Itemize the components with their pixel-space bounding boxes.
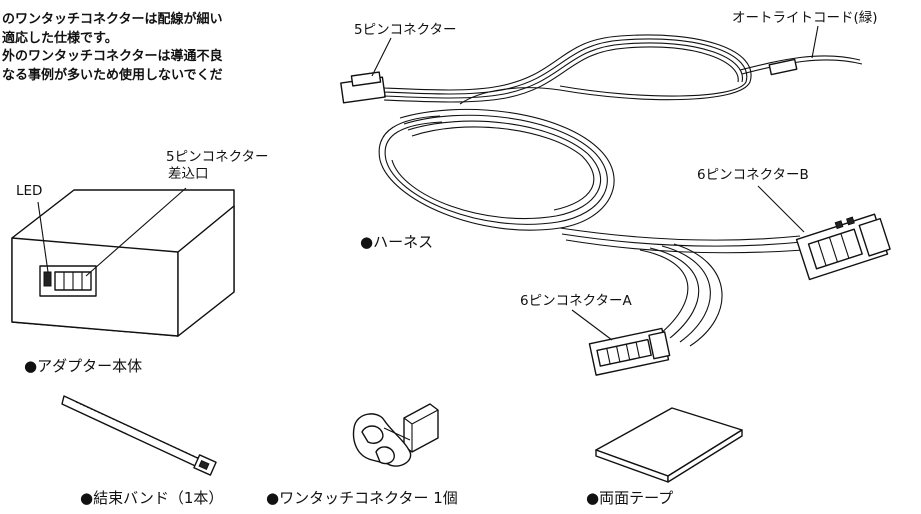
autolight-cord-label: オートライトコード(緑) xyxy=(732,10,878,26)
note-line-1: のワンタッチコネクターは配線が細い xyxy=(2,12,223,27)
adapter-body-caption: ●アダプター本体 xyxy=(24,357,143,375)
usage-notes: のワンタッチコネクターは配線が細い 適応した仕様です。 外のワンタッチコネクター… xyxy=(2,11,223,85)
adapter-port-label-line1: 5ピンコネクター xyxy=(166,149,269,165)
double-sided-tape-caption: ●両面テープ xyxy=(586,489,674,507)
note-line-3: 外のワンタッチコネクターは導通不良 xyxy=(2,49,223,64)
one-touch-connector-drawing xyxy=(352,403,439,467)
six-pin-connector-a-label: 6ピンコネクターA xyxy=(520,293,632,309)
cable-tie-caption: ●結束バンド（1本） xyxy=(80,489,224,507)
six-pin-connector-b-label: 6ピンコネクターB xyxy=(697,167,809,183)
one-touch-connector-caption: ●ワンタッチコネクター 1個 xyxy=(266,489,458,507)
led-label: LED xyxy=(16,183,43,199)
cable-tie-drawing xyxy=(61,395,217,476)
led-indicator xyxy=(43,271,52,287)
note-line-2: 適応した仕様です。 xyxy=(2,30,118,46)
adapter-port-label-line2: 差込口 xyxy=(168,166,209,182)
harness-drawing xyxy=(340,25,891,376)
note-line-4: なる事例が多いため使用しないでくだ xyxy=(2,67,223,83)
double-sided-tape-drawing xyxy=(595,407,743,483)
five-pin-connector-label: 5ピンコネクター xyxy=(354,22,457,38)
harness-caption: ●ハーネス xyxy=(360,233,434,251)
adapter-body-drawing xyxy=(11,187,235,337)
